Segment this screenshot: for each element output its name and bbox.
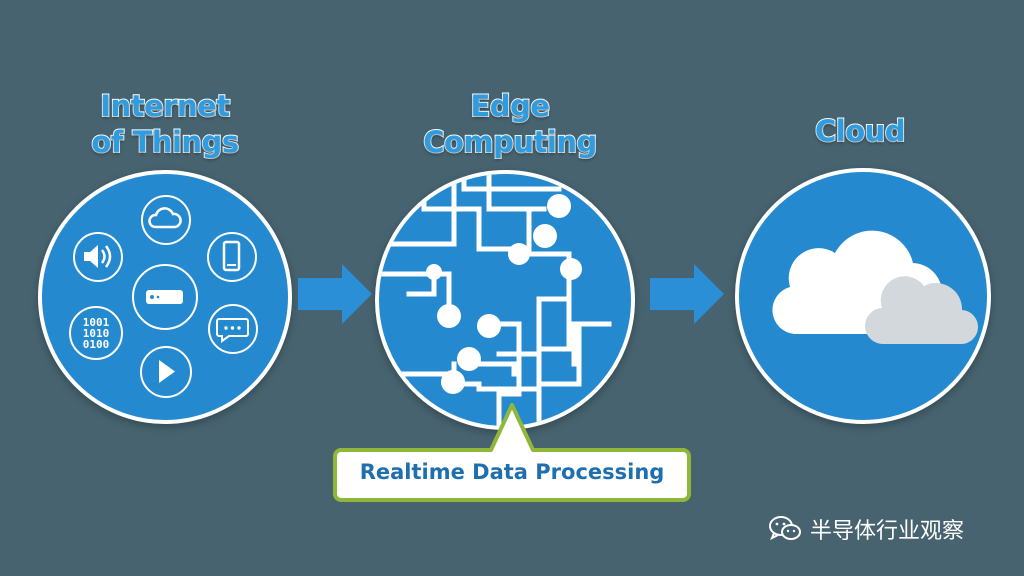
iot-title-line1: Internet <box>99 88 231 124</box>
arrow-right-icon <box>298 264 372 324</box>
callout-bubble <box>333 403 691 502</box>
router-icon <box>132 264 198 330</box>
iot-circle: 1001 1010 0100 <box>38 170 292 424</box>
cloud-icon <box>141 195 191 245</box>
play-icon <box>140 346 192 398</box>
watermark: 半导体行业观察 <box>768 514 964 544</box>
cloud-title: Cloud <box>814 113 907 149</box>
binary-row-1: 1001 <box>82 316 110 329</box>
watermark-text: 半导体行业观察 <box>810 519 965 544</box>
circuit-network-icon <box>379 174 612 426</box>
binary-row-2: 1010 <box>82 327 110 340</box>
edge-title: Edge Computing <box>385 88 635 160</box>
edge-title-line1: Edge <box>470 88 552 124</box>
edge-title-line2: Computing <box>422 124 598 160</box>
binary-row-3: 0100 <box>82 338 110 351</box>
smartphone-icon <box>207 232 257 282</box>
iot-title: Internet of Things <box>60 88 270 160</box>
chat-bubble-icon <box>208 304 258 354</box>
binary-data-icon: 1001 1010 0100 <box>69 306 123 360</box>
wechat-icon <box>769 516 801 541</box>
arrow-right-icon-2 <box>650 264 724 324</box>
clouds-icon <box>772 230 979 345</box>
cloud-circle <box>735 168 991 424</box>
edge-circle <box>375 170 635 430</box>
speaker-icon <box>73 232 123 282</box>
iot-title-line2: of Things <box>90 124 240 160</box>
callout-label: Realtime Data Processing <box>359 460 665 484</box>
